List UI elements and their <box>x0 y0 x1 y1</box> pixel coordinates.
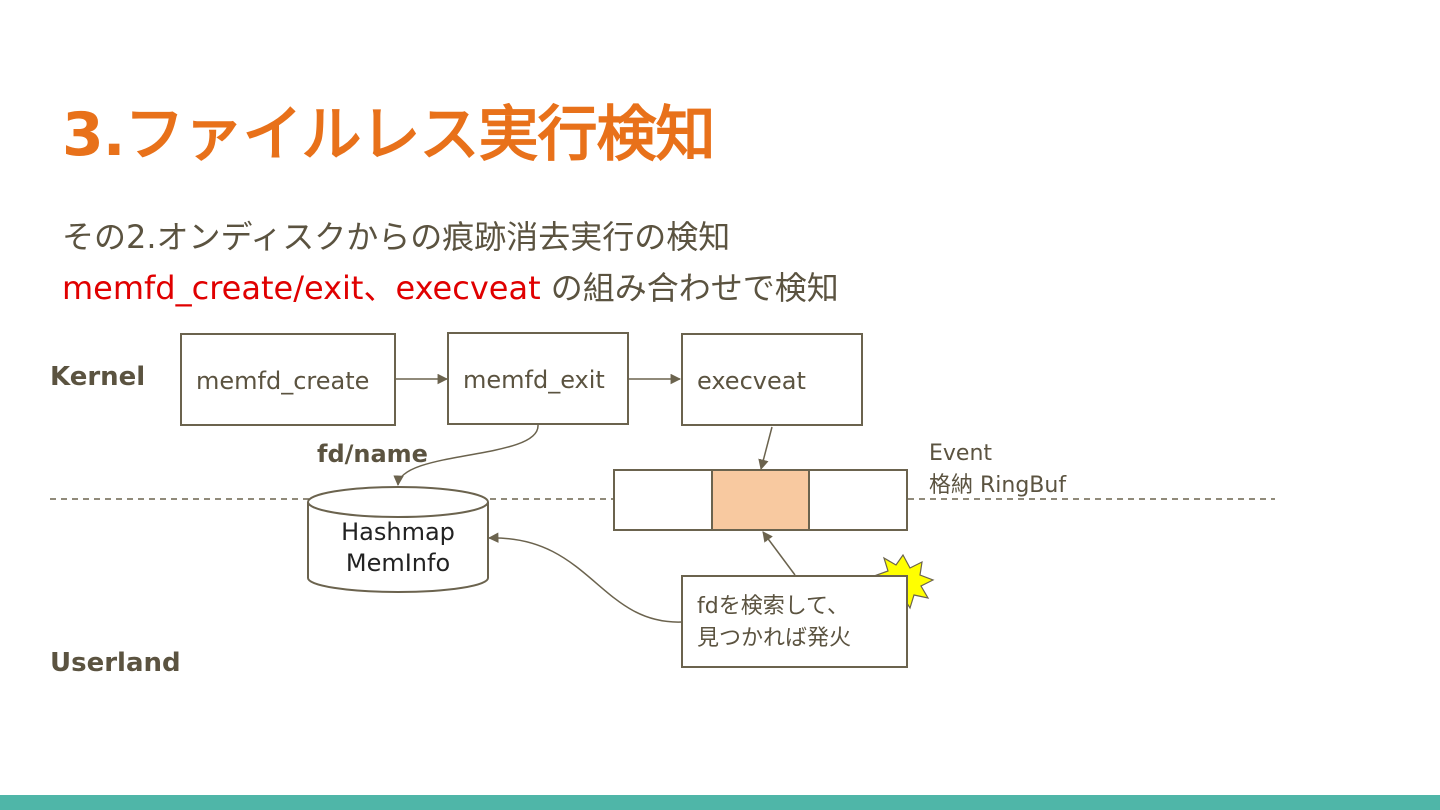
ringbuf <box>613 469 908 531</box>
memfd-create-box: memfd_create <box>180 333 396 426</box>
subtitle-highlight: memfd_create/exit、execveat <box>62 269 541 307</box>
search-fire-text: fdを検索して、 見つかれば発火 <box>697 591 851 655</box>
kernel-label: Kernel <box>50 362 146 392</box>
ringbuf-label: Event 格納 RingBuf <box>929 438 1066 502</box>
ringbuf-line-1: Event <box>929 441 993 466</box>
memfd-exit-label: memfd_exit <box>463 366 605 394</box>
footer-bar <box>0 795 1440 810</box>
search-line-2: 見つかれば発火 <box>697 626 852 651</box>
execveat-box: execveat <box>681 333 863 426</box>
search-fire-box: fdを検索して、 見つかれば発火 <box>681 575 908 668</box>
arrow-execveat-to-ringbuf <box>758 426 773 471</box>
arrow-exit-to-hashmap <box>393 424 539 487</box>
memfd-create-label: memfd_create <box>196 367 370 395</box>
arrow-search-to-hashmap <box>487 532 683 623</box>
hashmap-label: Hashmap MemInfo <box>308 517 488 579</box>
hashmap-line-1: Hashmap <box>341 518 455 546</box>
userland-label: Userland <box>50 648 181 678</box>
execveat-label: execveat <box>697 367 806 395</box>
ringbuf-line-2: 格納 RingBuf <box>929 473 1067 498</box>
search-line-1: fdを検索して、 <box>697 594 849 619</box>
hashmap-line-2: MemInfo <box>345 549 451 577</box>
subtitle-line-2: memfd_create/exit、execveat の組み合わせで検知 <box>62 263 839 309</box>
ringbuf-active-slot <box>711 469 810 531</box>
fd-name-label: fd/name <box>317 440 428 468</box>
slide-title: 3.ファイルレス実行検知 <box>62 100 716 170</box>
arrow-search-to-ringbuf <box>762 531 796 576</box>
hashmap-cylinder <box>307 486 489 593</box>
memfd-exit-box: memfd_exit <box>447 332 629 425</box>
subtitle-rest: の組み合わせで検知 <box>540 269 839 307</box>
subtitle-line-1: その2.オンディスクからの痕跡消去実行の検知 <box>62 218 731 256</box>
